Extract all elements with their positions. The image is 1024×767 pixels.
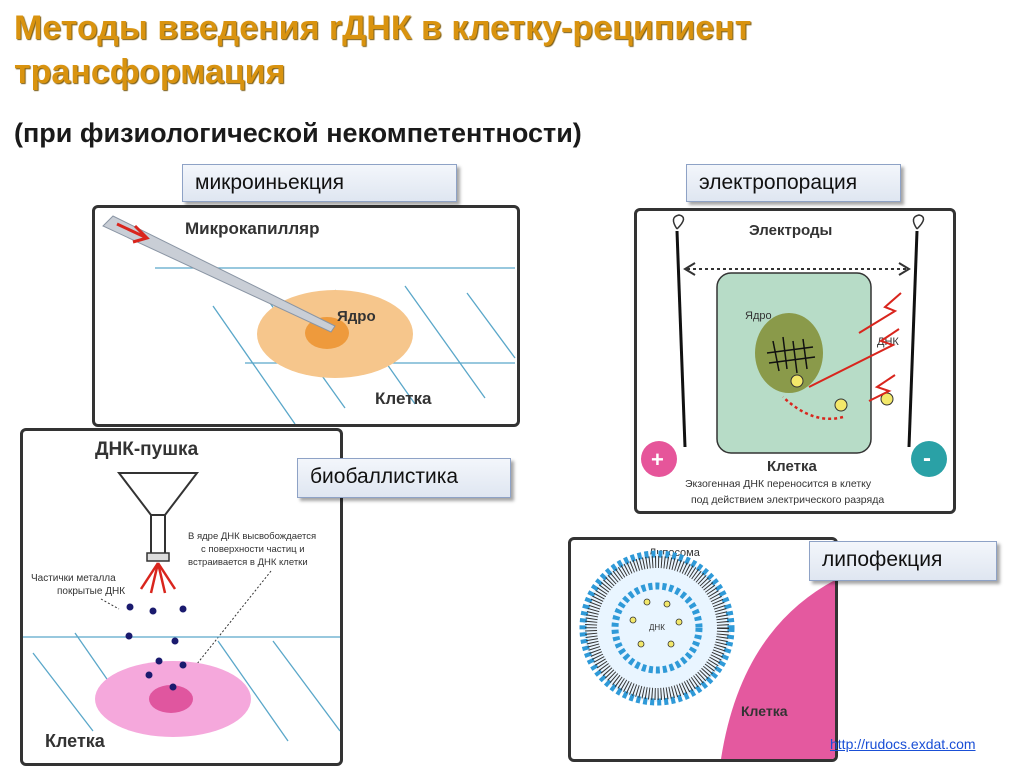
left-electrode-coil bbox=[672, 214, 685, 230]
release-note: В ядре ДНК высвобождается с поверхности … bbox=[188, 531, 316, 568]
target-nucleus bbox=[149, 685, 193, 713]
biolistics-label: биобаллистика bbox=[297, 458, 511, 498]
liposome-dna-label: ДНК bbox=[649, 623, 665, 632]
electroporation-panel: Электроды Ядро ДНК + - Клетка Экзог bbox=[634, 208, 956, 514]
page-subtitle: (при физиологической некомпетентности) bbox=[14, 118, 582, 148]
biolistics-diagram: ДНК-пушка Частички металла покрытые ДНК … bbox=[23, 439, 340, 751]
nucleus-label: Ядро bbox=[745, 310, 772, 322]
microinjection-panel: Микрокапилляр Ядро Клетка bbox=[92, 205, 520, 427]
liposome-inner-layer bbox=[611, 582, 703, 674]
nucleus-label: Ядро bbox=[337, 308, 376, 325]
dna-label: ДНК bbox=[877, 336, 899, 348]
dna-particles bbox=[790, 374, 894, 412]
right-electrode-coil bbox=[912, 214, 925, 230]
svg-text:под действием электрического р: под действием электрического разряда bbox=[691, 494, 884, 506]
svg-text:Частички металла: Частички металла bbox=[31, 573, 116, 584]
shot-arrows bbox=[139, 562, 177, 594]
right-electrode bbox=[907, 230, 919, 448]
recipient-cell bbox=[721, 580, 835, 759]
dna-entry-arrow bbox=[782, 396, 844, 421]
electroporation-label: электропорация bbox=[686, 164, 901, 202]
lipid-tails bbox=[585, 556, 729, 700]
gene-gun-nozzle bbox=[146, 552, 170, 562]
svg-text:с поверхности частиц и: с поверхности частиц и bbox=[201, 544, 305, 555]
cell-label: Клетка bbox=[767, 458, 817, 475]
title-line-2: трансформация bbox=[14, 53, 286, 91]
lipofection-label: липофекция bbox=[809, 541, 997, 581]
lipofection-cell-label: Клетка bbox=[741, 703, 788, 719]
source-link[interactable]: http://rudocs.exdat.com bbox=[830, 736, 976, 752]
injection-arrow bbox=[116, 222, 150, 244]
electroporation-caption: Экзогенная ДНК переносится в клетку под … bbox=[685, 478, 884, 506]
lipofection-diagram: Клетка Липосома ДНК bbox=[579, 547, 835, 759]
minus-terminal bbox=[911, 441, 947, 477]
minus-sign: - bbox=[923, 445, 931, 472]
nucleus bbox=[755, 313, 823, 393]
biolistics-panel: ДНК-пушка Частички металла покрытые ДНК … bbox=[20, 428, 343, 766]
release-pointer bbox=[184, 570, 272, 680]
capillary-label: Микрокапилляр bbox=[185, 219, 319, 238]
microinjection-diagram: Микрокапилляр Ядро Клетка bbox=[102, 215, 516, 424]
plus-sign: + bbox=[651, 447, 664, 472]
title-line-1: Методы введения rДНК в клетку-реципиент bbox=[14, 9, 752, 47]
particles-pointer bbox=[100, 598, 120, 610]
particles-label: Частички металла покрытые ДНК bbox=[31, 573, 125, 597]
electroporation-diagram: Электроды Ядро ДНК + - Клетка Экзог bbox=[641, 214, 947, 506]
plus-terminal bbox=[641, 441, 677, 477]
liposome-dna bbox=[629, 598, 683, 648]
gene-gun-cell-label: Клетка bbox=[45, 731, 106, 751]
lightning-arrows bbox=[808, 292, 902, 402]
left-electrode bbox=[675, 230, 687, 448]
electrodes-label: Электроды bbox=[749, 222, 832, 239]
chromosomes bbox=[766, 336, 816, 374]
cell-label: Клетка bbox=[375, 389, 432, 408]
gene-gun-label: ДНК-пушка bbox=[95, 439, 199, 460]
svg-text:Экзогенная ДНК переносится в к: Экзогенная ДНК переносится в клетку bbox=[685, 478, 872, 490]
page-title: Методы введения rДНК в клетку-реципиент … bbox=[14, 6, 751, 94]
microinjection-label: микроиньекция bbox=[182, 164, 457, 202]
metal-particles bbox=[125, 603, 187, 691]
svg-text:покрытые ДНК: покрытые ДНК bbox=[57, 586, 125, 597]
svg-text:В ядре ДНК высвобождается: В ядре ДНК высвобождается bbox=[188, 531, 316, 542]
gene-gun-barrel bbox=[150, 514, 166, 556]
gene-gun-funnel bbox=[116, 472, 200, 516]
microcapillary bbox=[102, 215, 336, 333]
svg-text:встраивается в ДНК клетки: встраивается в ДНК клетки bbox=[188, 557, 308, 568]
lipofection-panel: Клетка Липосома ДНК bbox=[568, 537, 838, 762]
